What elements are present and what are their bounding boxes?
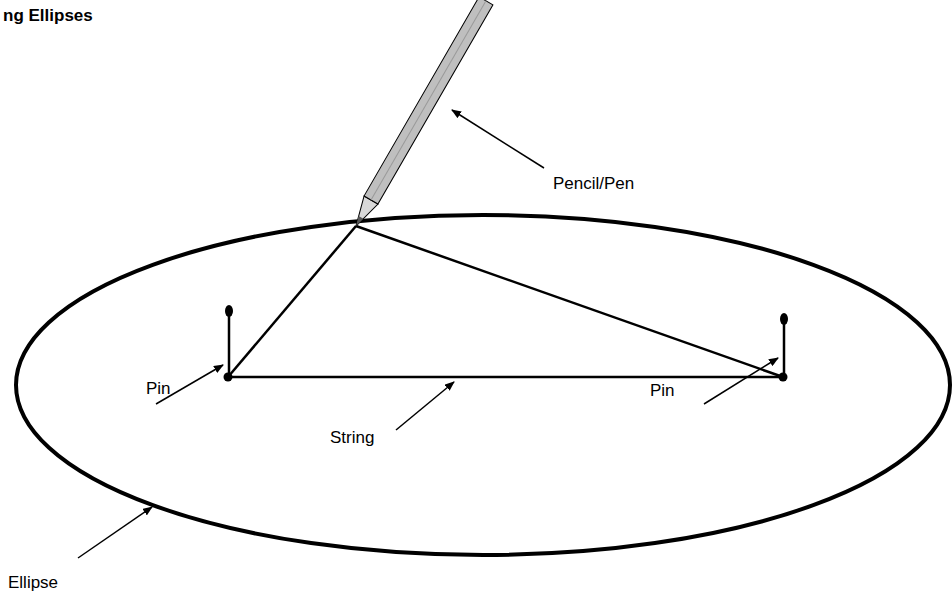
string [228, 226, 783, 377]
part-label: String [330, 428, 374, 448]
leader-line [78, 110, 778, 558]
part-label: Pin [650, 381, 675, 401]
part-label: Pin [146, 379, 171, 399]
part-label: Pencil/Pen [553, 174, 634, 194]
pin [779, 313, 789, 382]
pin [224, 305, 234, 382]
pencil [349, 0, 493, 230]
part-label: Ellipse [8, 573, 58, 593]
diagram-title: ng Ellipses [3, 6, 93, 26]
ellipse-outline [16, 215, 950, 555]
